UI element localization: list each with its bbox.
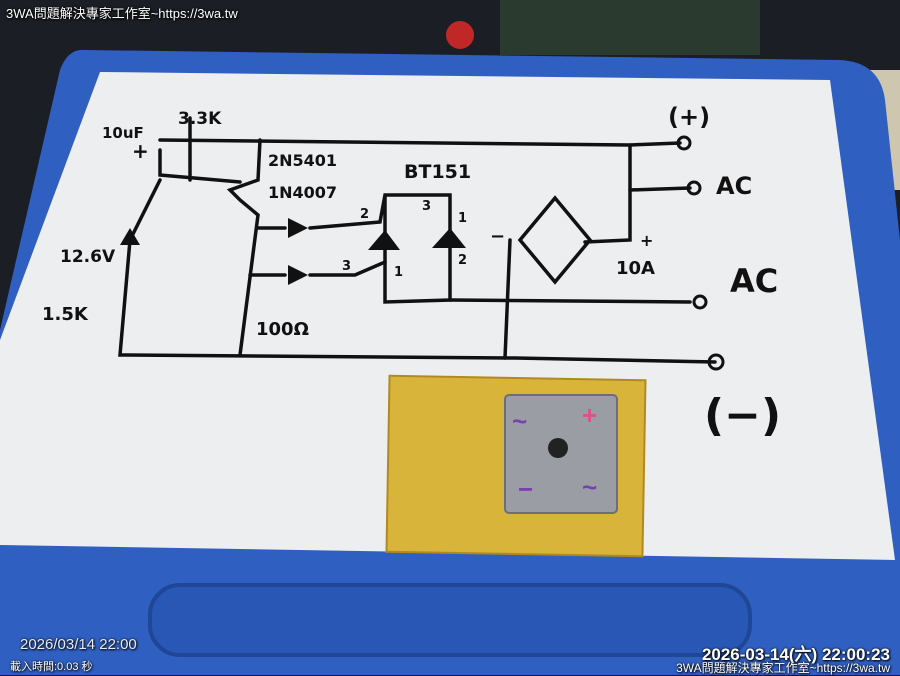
label-bridge-minus: − bbox=[490, 226, 505, 247]
diode-1-symbol bbox=[288, 218, 308, 238]
label-1-5k: 1.5K bbox=[42, 304, 89, 325]
svg-text:−: − bbox=[518, 474, 533, 504]
tray-handle bbox=[148, 583, 752, 657]
scr-2-symbol bbox=[432, 228, 466, 248]
label-transistor: 2N5401 bbox=[268, 151, 337, 170]
timestamp-left: 2026/03/14 22:00 bbox=[20, 636, 137, 653]
diode-2-symbol bbox=[288, 265, 308, 285]
pcb-board: ~ + − ~ bbox=[385, 374, 647, 558]
label-cap-plus: + bbox=[132, 139, 149, 163]
load-time: 載入時間:0.03 秒 bbox=[10, 661, 93, 673]
label-scr: BT151 bbox=[404, 161, 471, 183]
label-terminal-plus: (+) bbox=[668, 103, 710, 131]
watermark-top: 3WA問題解決專家工作室~https://3wa.tw bbox=[6, 6, 238, 21]
svg-text:+: + bbox=[582, 400, 597, 430]
label-ac-1: AC bbox=[716, 172, 752, 200]
background-knob bbox=[446, 21, 474, 49]
bridge-mount-hole bbox=[548, 438, 568, 458]
label-ac-2: AC bbox=[730, 262, 778, 300]
scr-1-symbol bbox=[368, 230, 400, 250]
svg-text:1: 1 bbox=[394, 265, 403, 280]
background-breadboard bbox=[500, 0, 760, 55]
terminals bbox=[676, 135, 725, 371]
label-zener: 12.6V bbox=[60, 247, 116, 267]
label-terminal-minus: (−) bbox=[704, 390, 781, 441]
circuit-components bbox=[120, 218, 466, 285]
label-cap: 10uF bbox=[102, 124, 144, 142]
watermark-bottom: 3WA問題解決專家工作室~https://3wa.tw bbox=[676, 661, 890, 675]
svg-text:3: 3 bbox=[342, 259, 351, 274]
svg-text:2: 2 bbox=[458, 253, 467, 268]
svg-text:3: 3 bbox=[422, 199, 431, 214]
circuit-labels: 10uF + 3.3K 2N5401 1N4007 BT151 12.6V 1.… bbox=[42, 103, 781, 441]
label-10a: 10A bbox=[616, 258, 655, 279]
timestamp-right: 2026-03-14(六) 22:00:23 bbox=[701, 645, 890, 664]
label-bridge-plus: + bbox=[640, 231, 653, 250]
circuit-wires bbox=[118, 116, 717, 364]
svg-text:2: 2 bbox=[360, 207, 369, 222]
label-3-3k: 3.3K bbox=[178, 109, 222, 129]
whiteboard-surface bbox=[0, 72, 895, 560]
label-100-ohm: 100Ω bbox=[256, 319, 309, 340]
label-diode: 1N4007 bbox=[268, 183, 337, 202]
svg-text:~: ~ bbox=[582, 472, 597, 502]
svg-text:~: ~ bbox=[512, 406, 527, 436]
svg-text:1: 1 bbox=[458, 211, 467, 226]
zener-symbol bbox=[120, 228, 140, 245]
